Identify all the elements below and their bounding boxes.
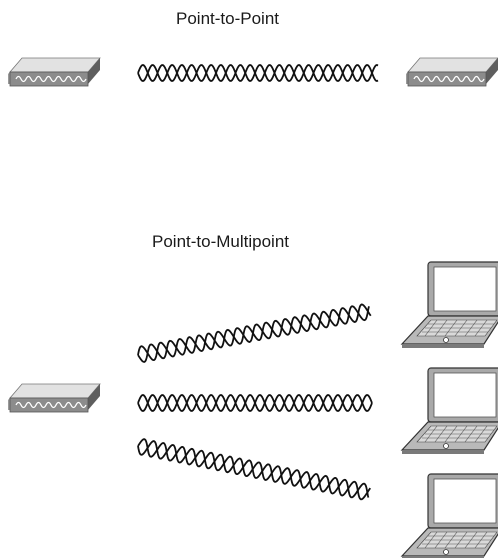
- point-to-point-title: Point-to-Point: [176, 9, 279, 28]
- signal-laptop-3: [137, 438, 371, 501]
- signal-p2p-strand-2: [137, 64, 379, 82]
- signal-laptop-1-strand-2: [137, 305, 370, 362]
- signal-laptop-2: [137, 394, 373, 412]
- laptop-1: [401, 261, 498, 349]
- signal-laptop-2-strand-2: [137, 394, 373, 412]
- laptop-3: [401, 473, 498, 558]
- laptop-2: [401, 367, 498, 455]
- signal-p2p: [137, 64, 379, 82]
- point-to-multipoint-title: Point-to-Multipoint: [152, 232, 290, 251]
- bridge-right-top: [405, 57, 498, 87]
- signal-p2p-strand-1: [137, 64, 379, 82]
- bridge-left-top: [7, 57, 101, 87]
- signal-laptop-1: [137, 303, 372, 363]
- signal-laptop-3-strand-2: [137, 438, 371, 501]
- bridge-left-bottom: [7, 383, 101, 413]
